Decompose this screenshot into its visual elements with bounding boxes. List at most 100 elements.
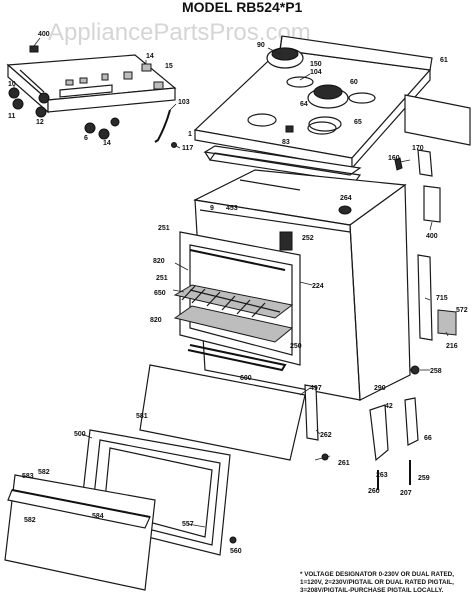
burner-element-icon [313, 84, 343, 100]
callout-label: 252 [302, 235, 314, 242]
fitting-icon [338, 205, 352, 215]
screw-icon [171, 142, 177, 148]
footnote-line: * VOLTAGE DESIGNATOR 0-230V OR DUAL RATE… [300, 571, 454, 578]
bake-element-icon [187, 344, 287, 372]
callout-label: 582 [24, 517, 36, 524]
callout-label: 250 [290, 343, 302, 350]
broil-element-icon [189, 249, 286, 271]
callout-label: 11 [8, 113, 16, 120]
callout-label: 224 [312, 283, 324, 290]
callout-label: 820 [153, 258, 165, 265]
callout-label: 170 [412, 145, 424, 152]
cabinet [193, 169, 411, 401]
watermark-text: AppliancePartsPros.com [48, 19, 311, 46]
callout-label: 207 [400, 490, 412, 497]
switch-icon [101, 73, 109, 81]
side-bracket [417, 254, 433, 341]
callout-label: 12 [36, 119, 44, 126]
callout-label: 453 [226, 205, 238, 212]
callout-label: 581 [136, 413, 148, 420]
voltage-footnote: * VOLTAGE DESIGNATOR 0-230V OR DUAL RATE… [300, 571, 454, 594]
bracket-icon [417, 149, 433, 177]
callout-label: 9 [210, 205, 214, 212]
diagram-title: MODEL RB524*P1 [182, 0, 303, 15]
burner-element-icon [271, 47, 299, 61]
callout-label: 400 [38, 31, 50, 38]
clock-button-icon [65, 79, 74, 86]
callout-label: 14 [146, 53, 154, 60]
callout-label: 104 [310, 69, 322, 76]
knob-icon [84, 122, 96, 134]
junction-box-icon [423, 185, 441, 223]
timer-button-icon [79, 77, 88, 84]
callout-label: 497 [310, 385, 322, 392]
callout-label: 290 [374, 385, 386, 392]
callout-label: 150 [310, 61, 322, 68]
callout-label: 650 [154, 290, 166, 297]
terminal-block-icon [437, 309, 457, 336]
callout-label: 500 [74, 431, 86, 438]
leveling-leg-icon [410, 365, 420, 375]
terminal-block-icon [285, 125, 294, 133]
callout-label: 15 [165, 63, 173, 70]
callout-label: 251 [156, 275, 168, 282]
callout-label: 400 [426, 233, 438, 240]
callout-label: 61 [440, 57, 448, 64]
knob-icon [38, 92, 50, 104]
footnote-line: 3=208V/PIGTAIL-PURCHASE PIGTAIL LOCALLY. [300, 587, 444, 594]
oven-rack-icon [173, 305, 294, 343]
callout-label: 66 [424, 435, 432, 442]
switch-icon [141, 63, 152, 72]
callout-label: 600 [240, 375, 252, 382]
callout-label: 258 [430, 368, 442, 375]
callout-label: 263 [376, 472, 388, 479]
indicator-light-icon [29, 45, 39, 53]
callout-label: 560 [230, 548, 242, 555]
callout-label: 6 [84, 135, 88, 142]
door-hinges [314, 397, 419, 490]
callout-label: 582 [38, 469, 50, 476]
screw-icon [229, 536, 237, 544]
switch-icon [153, 81, 164, 90]
callout-label: 261 [338, 460, 350, 467]
callout-label: 583 [22, 473, 34, 480]
knob-icon [12, 98, 24, 110]
footnote-line: 1=120V, 2=230V/PIGTAIL OR DUAL RATED PIG… [300, 579, 454, 586]
oven-cavity [173, 231, 301, 372]
hinge-icon [369, 404, 389, 462]
callout-label: 260 [368, 488, 380, 495]
thermostat-icon [279, 231, 293, 251]
callout-label: 90 [257, 42, 265, 49]
callout-label: 715 [436, 295, 448, 302]
lead-wire [154, 109, 171, 143]
cooktop [193, 35, 433, 170]
switch-icon [123, 71, 133, 80]
callout-label: 65 [354, 119, 362, 126]
callout-label: 216 [446, 343, 458, 350]
callout-label: 584 [92, 513, 104, 520]
drawer-panel [139, 364, 306, 461]
callout-label: 83 [282, 139, 290, 146]
callout-label: 103 [178, 99, 190, 106]
callout-label: 60 [350, 79, 358, 86]
knob-icon [35, 106, 47, 118]
door-outer-panel [4, 474, 237, 591]
callout-label: 251 [158, 225, 170, 232]
screw-icon [394, 157, 403, 171]
callout-label: 14 [103, 140, 111, 147]
callout-label: 262 [320, 432, 332, 439]
vent-strip [304, 384, 319, 441]
knob-icon [110, 117, 120, 127]
callout-label: 820 [150, 317, 162, 324]
control-panel [6, 45, 177, 114]
callout-label: 572 [456, 307, 468, 314]
hinge-icon [404, 397, 419, 446]
leader-lines [13, 37, 449, 528]
callout-label: 557 [182, 521, 194, 528]
trim-ring-icon [308, 116, 342, 132]
callout-label: 10 [8, 81, 16, 88]
callout-label: 264 [340, 195, 352, 202]
knob-icon [98, 128, 110, 140]
